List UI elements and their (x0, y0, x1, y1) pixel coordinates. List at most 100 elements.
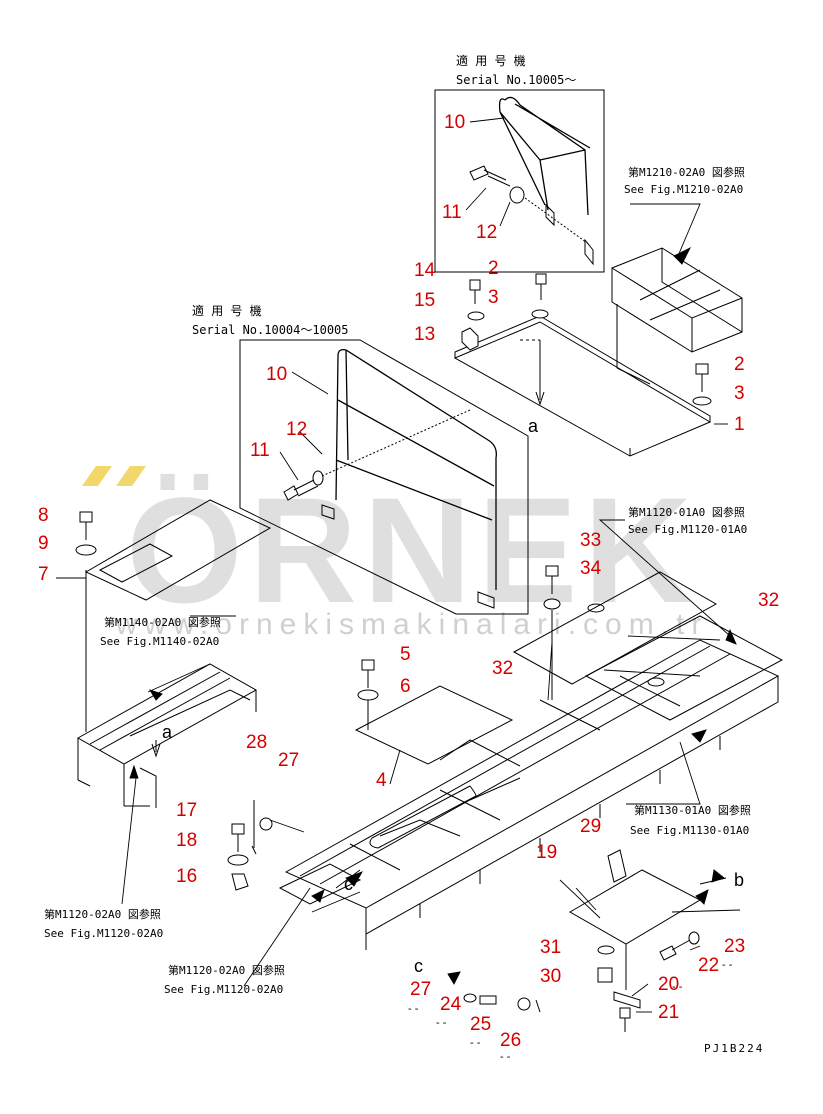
callout-34: 34 (580, 558, 602, 579)
drawing-code: PJ1B224 (704, 1042, 764, 1055)
plate-7 (84, 499, 272, 601)
callout-29: 29 (580, 816, 601, 837)
callouts: 10 11 12 14 2 15 3 13 2 3 1 10 12 11 8 9… (38, 112, 779, 1051)
bolt-33 (545, 565, 559, 577)
callout-11-mid: 11 (250, 440, 270, 461)
callout-26: 26 (500, 1030, 521, 1051)
cab-base (611, 247, 743, 353)
callout-14: 14 (414, 260, 436, 281)
upper-washer-12 (509, 186, 525, 204)
callout-5: 5 (400, 644, 411, 665)
callout-27-a: 27 (278, 750, 299, 771)
dash-20: - - (672, 981, 683, 993)
ref-m1120-02b-jp: 第M1120-02A0 図参照 (168, 963, 285, 977)
callout-3-a: 3 (488, 287, 499, 308)
cab-base-rail (616, 367, 651, 385)
frame-1-arrow (535, 340, 545, 406)
note-serial-lower: Serial No.10004～10005 (192, 323, 349, 337)
ref-m1210: See Fig.M1210-02A0 (624, 183, 743, 196)
watermark-url: www.ornekismakinalari.com.tr (115, 608, 709, 641)
lower-handrail (335, 348, 497, 590)
washer-34 (543, 598, 561, 610)
main-frame (278, 571, 784, 990)
upper-leader-to-bracket (524, 197, 591, 246)
upper-inset (434, 89, 605, 273)
washer-27 (259, 817, 273, 831)
ref-m1120-02a: See Fig.M1120-02A0 (44, 927, 163, 940)
ref-m1210-jp: 第M1210-02A0 図参照 (628, 165, 745, 179)
bolt-8 (79, 511, 93, 523)
upper-bolt-11 (469, 165, 511, 187)
lower-inset-frame (239, 339, 529, 615)
latch-29 (607, 849, 627, 883)
callout-18: 18 (176, 830, 197, 851)
nut-30 (597, 967, 613, 983)
lower-handrail-foot (321, 504, 495, 609)
view-letter-b: b (734, 870, 744, 890)
bolt-2a (535, 273, 547, 285)
callout-30: 30 (540, 966, 561, 987)
dash-24: - - (436, 1017, 447, 1029)
washer-23 (688, 931, 700, 945)
callout-10-mid: 10 (266, 364, 287, 385)
ref-m1140: See Fig.M1140-02A0 (100, 635, 219, 648)
pin-26 (535, 999, 541, 1013)
washer-3b (692, 396, 712, 406)
lower-inset (239, 339, 529, 615)
watermark: ÖRNEK www.ornekismakinalari.com.tr (82, 466, 709, 641)
washer-18 (227, 854, 249, 866)
upper-inset-frame (434, 89, 605, 273)
callout-16: 16 (176, 866, 197, 887)
callout-3-b: 3 (734, 383, 745, 404)
note-serial-upper: Serial No.10005～ (456, 73, 576, 87)
frame-1 (453, 315, 712, 457)
bolt-21 (619, 1007, 631, 1019)
callout-13: 13 (414, 324, 435, 345)
dash-22: - - (722, 959, 733, 971)
leaders (56, 117, 741, 1013)
callout-28: 28 (246, 732, 267, 753)
callout-24: 24 (440, 994, 462, 1015)
callout-12-top: 12 (476, 222, 497, 243)
view-letter-a-top: a (528, 416, 539, 436)
view-letter-c-bottom: c (414, 956, 423, 976)
lower-plate (569, 869, 702, 945)
callout-19: 19 (536, 842, 557, 863)
callout-21: 21 (658, 1002, 679, 1023)
dash-27: - - (408, 1003, 419, 1015)
left-side-frame (76, 663, 258, 808)
ref-m1130: See Fig.M1130-01A0 (630, 824, 749, 837)
callout-31: 31 (540, 937, 561, 958)
main-frame-outline (284, 639, 780, 935)
watermark-accent-left (82, 466, 112, 486)
bolt-2b (695, 363, 709, 375)
callout-4: 4 (376, 770, 387, 791)
callout-17: 17 (176, 800, 197, 821)
upper-right-assembly (453, 247, 743, 457)
callout-1: 1 (734, 414, 745, 435)
washer-25 (517, 997, 531, 1011)
clip-13 (461, 327, 479, 351)
callout-2-b: 2 (734, 354, 745, 375)
left-frame-arrow-a (151, 740, 161, 758)
bolt-5 (361, 659, 375, 671)
callout-7: 7 (38, 564, 49, 585)
washer-6 (357, 689, 379, 701)
callout-27-b: 27 (410, 979, 431, 1000)
guard-19 (369, 785, 477, 849)
dash-25: - - (470, 1037, 481, 1049)
bracket-20 (613, 991, 641, 1009)
note-serial-upper-jp: 適 用 号 機 (456, 53, 526, 68)
notes: 適 用 号 機 Serial No.10005～ 適 用 号 機 Serial … (44, 53, 764, 1063)
note-serial-lower-jp: 適 用 号 機 (192, 303, 262, 318)
callout-15: 15 (414, 290, 435, 311)
pin-28 (251, 800, 257, 855)
bolt-14 (469, 279, 481, 291)
lower-guard (278, 863, 362, 905)
lower-bolt-11 (283, 479, 319, 501)
clip-16 (231, 873, 249, 891)
callout-9: 9 (38, 533, 49, 554)
lower-washer-12 (312, 470, 324, 486)
